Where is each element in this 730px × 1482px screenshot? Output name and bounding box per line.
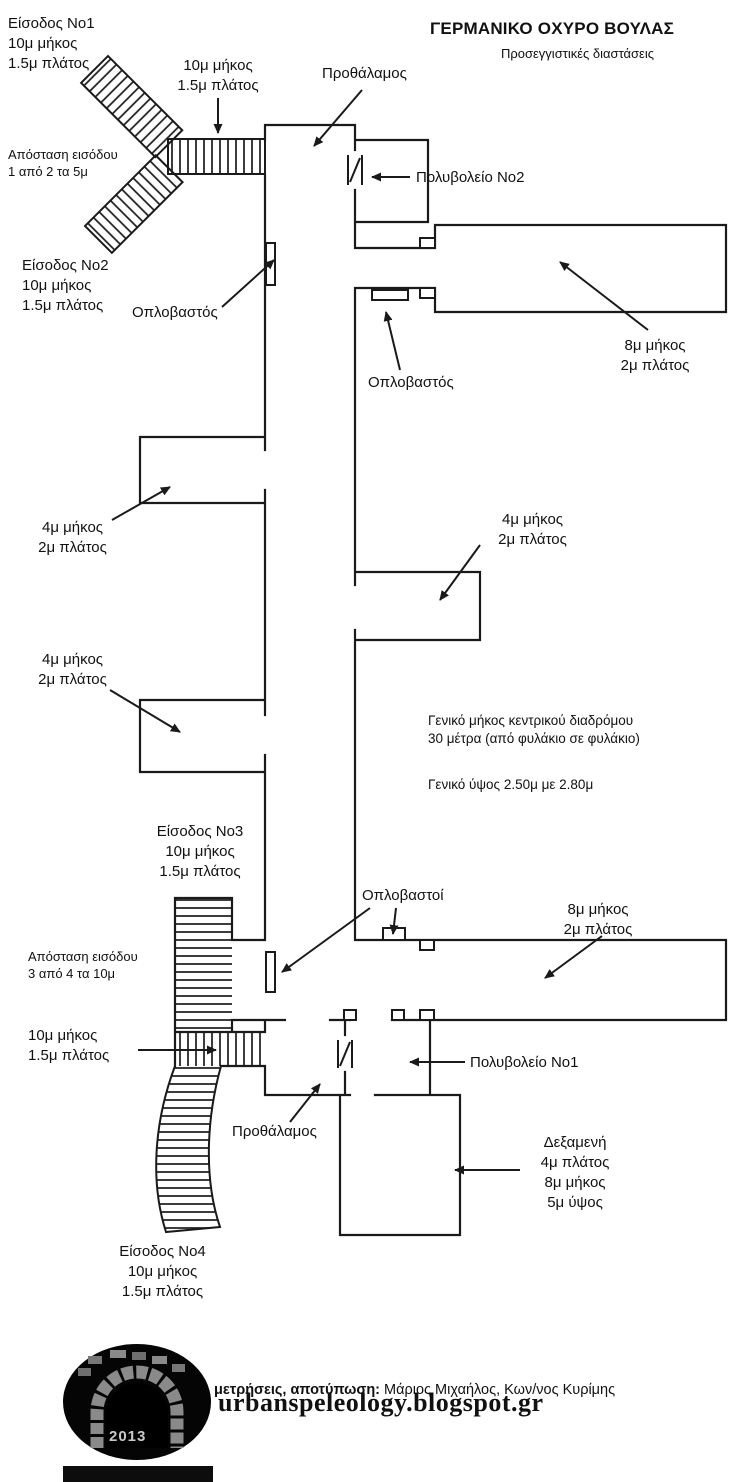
label-polyvoleio1: Πολυβολείο Νο1 bbox=[470, 1054, 579, 1071]
annotation-arrows bbox=[109, 89, 649, 1175]
stone-arch bbox=[90, 1365, 184, 1448]
credits-label: μετρήσεις, αποτύπωση: bbox=[214, 1382, 381, 1399]
credits-names: Μάριος Μιχαήλος, Κων/νος Κυρίμης bbox=[380, 1382, 616, 1399]
credits-line: μετρήσεις, αποτύπωση: Μάριος Μιχαήλος, Κ… bbox=[214, 1362, 615, 1401]
label-oplovastos-left: Οπλοβαστός bbox=[132, 304, 218, 321]
arrow-oplovastoi-2 bbox=[389, 907, 399, 935]
rifle-rack bbox=[265, 951, 276, 993]
label-entrance3: Είσοδος Νο3 10μ μήκος 1.5μ πλάτος bbox=[156, 823, 244, 880]
door-jamb bbox=[419, 287, 436, 299]
arrow-room8-bottom bbox=[544, 935, 603, 979]
label-entrance1: Είσοδος Νο1 10μ μήκος 1.5μ πλάτος bbox=[8, 15, 95, 72]
embrasure-symbol-no1 bbox=[337, 1040, 353, 1068]
entrance3-corridor bbox=[175, 898, 232, 1032]
label-polyvoleio2: Πολυβολείο Νο2 bbox=[416, 169, 525, 186]
label-corridor-top: 10μ μήκος 1.5μ πλάτος bbox=[177, 57, 259, 94]
label-oplovastos-right: Οπλοβαστός bbox=[368, 374, 454, 391]
label-oplovastoi: Οπλοβαστοί bbox=[362, 887, 444, 904]
label-room4-left2: 4μ μήκος 2μ πλάτος bbox=[38, 651, 107, 688]
label-note-height: Γενικό ύψος 2.50μ με 2.80μ bbox=[428, 777, 594, 792]
arrow-prothalamos-top bbox=[313, 89, 363, 147]
label-room8-bottom: 8μ μήκος 2μ πλάτος bbox=[563, 901, 633, 938]
arrow-room4-right bbox=[439, 544, 481, 601]
tunnel-opening bbox=[106, 1383, 168, 1448]
label-room8-top: 8μ μήκος 2μ πλάτος bbox=[620, 337, 690, 374]
embrasure-symbol-no2 bbox=[347, 155, 363, 185]
urbanspeleology-logo bbox=[63, 1344, 213, 1482]
door-jamb bbox=[419, 939, 435, 951]
label-room4-right: 4μ μήκος 2μ πλάτος bbox=[498, 511, 567, 548]
arrow-room8-top bbox=[559, 261, 649, 331]
logo-year: 2013 bbox=[109, 1428, 147, 1445]
label-note-corridor: Γενικό μήκος κεντρικού διαδρόμου 30 μέτρ… bbox=[428, 713, 640, 746]
arrow-oplovastos-right bbox=[383, 311, 401, 371]
arrow-room4-left2 bbox=[109, 689, 181, 733]
entrance4-corridor-outline bbox=[155, 1065, 222, 1234]
rifle-rack bbox=[371, 289, 409, 301]
door-jamb bbox=[419, 237, 436, 249]
blog-url: urbanspeleology.blogspot.gr bbox=[218, 1388, 544, 1417]
label-prothalamos-bottom: Προθάλαμος bbox=[232, 1123, 317, 1140]
door-jamb bbox=[419, 1009, 435, 1021]
arrow-room4-left1 bbox=[111, 486, 171, 521]
label-distance1: Απόσταση εισόδου 1 από 2 τα 5μ bbox=[8, 147, 118, 180]
page-title: ΓΕΡΜΑΝΙΚΟ ΟΧΥΡΟ ΒΟΥΛΑΣ bbox=[430, 19, 675, 38]
page-subtitle: Προσεγγιστικές διαστάσεις bbox=[500, 46, 655, 61]
door-jamb bbox=[391, 1009, 405, 1021]
entrance4-corridor bbox=[156, 1066, 221, 1232]
entrance12-neck-corridor bbox=[167, 138, 266, 175]
door-jamb bbox=[343, 1009, 357, 1021]
arrow-oplovastoi-1 bbox=[281, 907, 371, 973]
label-distance2: Απόσταση εισόδου 3 από 4 τα 10μ bbox=[28, 949, 138, 982]
label-entrance4: Είσοδος Νο4 10μ μήκος 1.5μ πλάτος bbox=[119, 1243, 206, 1300]
plan-walls bbox=[138, 123, 728, 1237]
label-corridor-bottom: 10μ μήκος 1.5μ πλάτος bbox=[28, 1027, 110, 1064]
label-room4-left1: 4μ μήκος 2μ πλάτος bbox=[38, 519, 107, 556]
arrow-oplovastos-left bbox=[221, 259, 275, 308]
label-dexameni: Δεξαμενή 4μ πλάτος 8μ μήκος 5μ ύψος bbox=[540, 1134, 610, 1211]
arrow-prothalamos-bottom bbox=[289, 1083, 321, 1123]
label-prothalamos-top: Προθάλαμος bbox=[322, 65, 407, 82]
label-entrance2: Είσοδος Νο2 10μ μήκος 1.5μ πλάτος bbox=[22, 257, 109, 314]
